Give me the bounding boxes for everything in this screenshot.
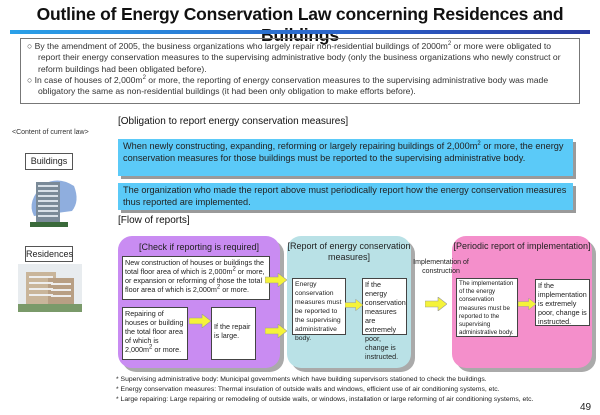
obligation-box-periodic: The organization who made the report abo… <box>118 183 573 210</box>
check-title: [Check if reporting is required] <box>138 242 260 252</box>
building-icon <box>30 180 77 227</box>
report-must-box: Energy conservation measures must be rep… <box>292 278 346 342</box>
arrow-right-icon <box>265 324 287 338</box>
obligation-heading: [Obligation to report energy conservatio… <box>118 116 349 127</box>
report-title: [Report of energy conservation measures] <box>287 241 411 262</box>
residence-icon <box>18 264 82 312</box>
intro-item: ○ In case of houses of 2,000m2 or more, … <box>27 74 549 97</box>
arrow-right-icon <box>189 314 211 328</box>
new-construction-box: New construction of houses or buildings … <box>122 256 270 300</box>
arrow-right-icon <box>425 297 447 311</box>
page-number: 49 <box>580 402 592 413</box>
flow-heading: [Flow of reports] <box>118 215 190 226</box>
implementation-label: Implementation of construction <box>413 259 469 275</box>
arrow-right-icon <box>265 273 287 287</box>
arrow-right-icon <box>518 297 536 311</box>
buildings-label: Buildings <box>25 153 73 170</box>
footnotes: * Supervising administrative body: Munic… <box>116 375 533 406</box>
residences-label: Residences <box>25 246 73 262</box>
footnote: * Energy conservation measures: Thermal … <box>116 386 500 394</box>
obligation-box-report: When newly constructing, expanding, refo… <box>118 139 573 176</box>
content-label: <Content of current law> <box>12 129 89 136</box>
title-divider <box>10 30 590 34</box>
repair-box: Repairing of houses or building the tota… <box>122 307 188 360</box>
large-repair-box: If the repair is large. <box>211 307 256 360</box>
periodic-title: [Periodic report of implementation] <box>453 241 591 251</box>
footnote: * Supervising administrative body: Munic… <box>116 376 487 383</box>
footnote: * Large repairing: Large repairing or re… <box>116 396 534 404</box>
periodic-poor-box: If the implementation is extremely poor,… <box>535 279 590 326</box>
periodic-must-box: The implementation of the energy conserv… <box>456 278 518 337</box>
intro-box: ○ By the amendment of 2005, the business… <box>20 38 580 104</box>
arrow-right-icon <box>345 298 363 312</box>
intro-item: ○ By the amendment of 2005, the business… <box>27 41 561 74</box>
report-poor-box: If the energy conservation measures are … <box>362 278 407 361</box>
